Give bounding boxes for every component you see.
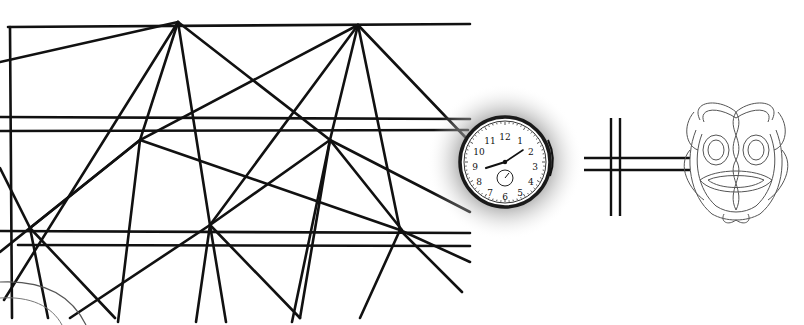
dial-tick	[465, 157, 466, 158]
dial-tick	[543, 166, 544, 167]
dial-tick	[470, 181, 473, 183]
dial-tick	[537, 181, 540, 183]
dial-tick	[496, 200, 497, 201]
dial-tick	[509, 200, 510, 201]
dial-tick	[468, 145, 469, 147]
dial-numeral-holder: 9	[468, 156, 482, 168]
dial-numeral: 3	[532, 162, 538, 172]
dial-tick	[473, 184, 474, 186]
dial-tick	[516, 124, 517, 125]
dial-numeral: 7	[487, 188, 493, 198]
dial-tick	[467, 173, 468, 174]
dial-tick	[543, 157, 544, 158]
dial-tick	[516, 199, 517, 200]
dial-tick	[542, 162, 545, 163]
dial-tick	[485, 194, 487, 197]
dial-numeral-holder: 12	[498, 126, 512, 138]
body-outline	[0, 282, 86, 325]
pocket-watch	[427, 84, 583, 240]
dial-tick	[481, 130, 483, 131]
dial-tick	[534, 135, 535, 136]
dial-numeral-holder: 8	[472, 171, 486, 183]
dial-tick	[542, 173, 543, 174]
dial-tick	[531, 191, 532, 192]
dial-tick	[536, 138, 537, 140]
dial-numeral-holder: 11	[483, 130, 497, 142]
dial-tick	[492, 199, 493, 200]
dial-tick	[540, 145, 541, 147]
dial-numeral-holder: 2	[524, 141, 538, 153]
dial-tick	[481, 193, 483, 194]
lattice-drawing	[0, 22, 470, 322]
dial-numeral: 6	[502, 192, 508, 202]
dial-numeral: 12	[499, 132, 510, 142]
dial-tick	[478, 191, 479, 192]
dial-numeral-holder: 7	[483, 182, 497, 194]
dial-tick	[475, 135, 476, 136]
dial-tick	[524, 194, 526, 197]
dial-tick	[531, 132, 532, 133]
dial-numeral: 10	[473, 147, 484, 157]
dial-numeral: 1	[517, 136, 523, 146]
dial-numeral-holder: 6	[498, 186, 512, 198]
dial-tick	[536, 184, 537, 186]
knot-ornament	[684, 103, 788, 223]
dial-numeral: 4	[528, 177, 534, 187]
dial-tick	[524, 127, 526, 130]
dial-tick	[500, 200, 501, 201]
dial-tick	[527, 130, 529, 131]
dial-tick	[485, 127, 487, 130]
dial-tick	[470, 142, 473, 144]
dial-tick	[496, 123, 497, 124]
dial-tick	[542, 149, 543, 150]
operator-symbol	[584, 118, 690, 216]
dial-tick	[540, 177, 541, 179]
body-outline	[0, 298, 62, 325]
dial-tick	[467, 149, 468, 150]
dial-numeral-holder: 1	[513, 130, 527, 142]
dial-tick	[513, 123, 514, 124]
dial-numeral: 9	[472, 162, 478, 172]
dial-tick	[534, 188, 535, 189]
dial-tick	[505, 122, 506, 125]
dial-tick	[509, 122, 510, 123]
dial-numeral: 11	[484, 136, 495, 146]
dial-numeral: 8	[476, 177, 482, 187]
dial-tick	[513, 200, 514, 201]
dial-numeral-holder: 5	[513, 182, 527, 194]
dial-tick	[473, 138, 474, 140]
dial-tick	[537, 142, 540, 144]
dial-tick	[466, 170, 467, 171]
dial-tick	[500, 122, 501, 123]
dial-tick	[478, 132, 479, 133]
dial-tick	[543, 170, 544, 171]
dial-tick	[468, 177, 469, 179]
dial-tick	[492, 124, 493, 125]
dial-tick	[475, 188, 476, 189]
dial-tick	[527, 193, 529, 194]
dial-tick	[488, 125, 490, 126]
dial-numeral: 5	[517, 188, 523, 198]
dial-tick	[543, 153, 544, 154]
dial-numeral-holder: 3	[528, 156, 542, 168]
dial-tick	[466, 153, 467, 154]
dial-numeral-holder: 10	[472, 141, 486, 153]
dial-tick	[465, 166, 466, 167]
dial-tick	[520, 125, 522, 126]
dial-numeral-holder: 4	[524, 171, 538, 183]
dial-numeral: 2	[528, 147, 534, 157]
dial-tick	[465, 162, 468, 163]
